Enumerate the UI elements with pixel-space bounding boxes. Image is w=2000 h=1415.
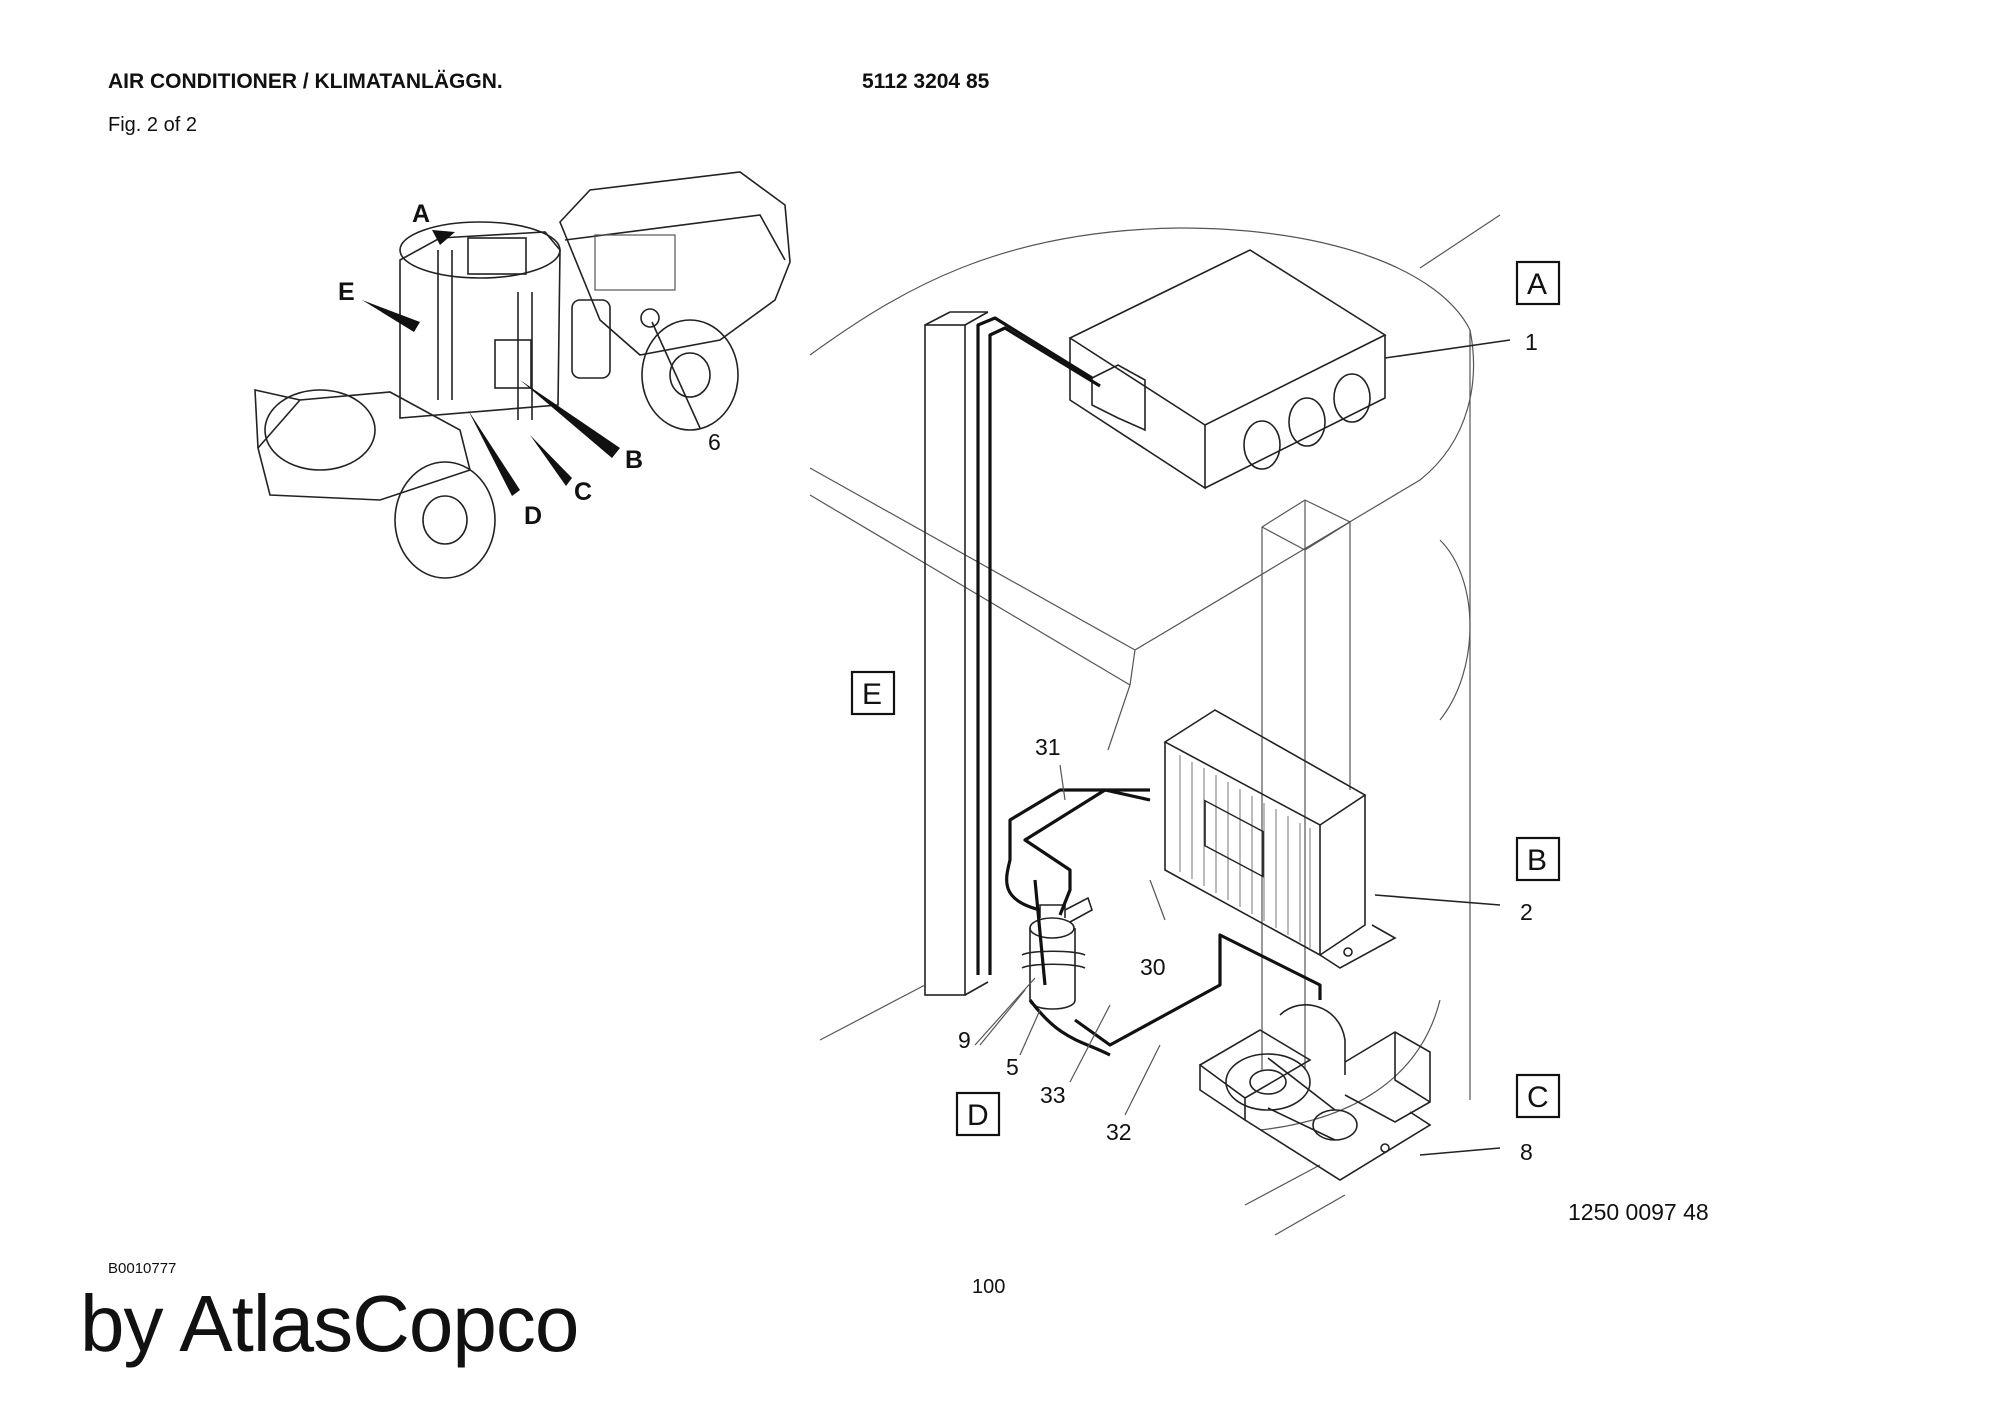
drawing-number: 1250 0097 48 [1568,1199,1709,1225]
machine-overview: A E B C D 6 [254,171,791,579]
svg-text:A: A [1527,268,1547,301]
evaporator-unit [1068,249,1511,490]
callout-33: 33 [1040,1082,1066,1108]
overview-label-c: C [574,478,592,506]
hose-lines [976,316,1322,1057]
condenser-unit [1163,709,1501,969]
overview-label-e: E [338,278,355,306]
callout-30: 30 [1140,954,1166,980]
overview-callout-6: 6 [708,429,721,455]
figure-label: Fig. 2 of 2 [108,114,197,136]
callout-9: 9 [958,1027,971,1053]
svg-text:D: D [967,1099,989,1132]
overview-label-d: D [524,502,542,530]
brand-logo: by AtlasCopco [80,1279,579,1368]
compressor-unit [1198,1004,1501,1181]
svg-text:B: B [1527,844,1547,877]
callout-5: 5 [1006,1054,1019,1080]
page-number: 100 [972,1276,1006,1298]
section-box-b: B [1515,836,1561,882]
callout-2: 2 [1520,899,1533,925]
doc-code: B0010777 [108,1260,177,1277]
section-box-e: E [850,670,896,716]
section-box-a: A [1515,260,1561,306]
svg-text:E: E [862,678,882,711]
svg-text:C: C [1527,1081,1549,1114]
receiver-drier [1021,896,1093,1010]
overview-label-b: B [625,446,643,474]
pointer-e-icon [362,300,420,332]
pointer-d-icon [468,410,520,496]
pointer-a-icon [432,230,455,245]
callout-31: 31 [1035,734,1061,760]
cab-outline [809,214,1501,1236]
overview-label-a: A [412,200,430,228]
part-number: 5112 3204 85 [862,70,990,93]
pointer-c-icon [530,435,572,486]
pointer-b-icon [520,380,620,458]
section-box-c: C [1515,1073,1561,1119]
callout-8: 8 [1520,1139,1533,1165]
callout-32: 32 [1106,1119,1132,1145]
callout-1: 1 [1525,329,1538,355]
section-box-d: D [955,1091,1001,1137]
leader-lines [974,764,1166,1116]
page-title: AIR CONDITIONER / KLIMATANLÄGGN. [108,70,503,93]
